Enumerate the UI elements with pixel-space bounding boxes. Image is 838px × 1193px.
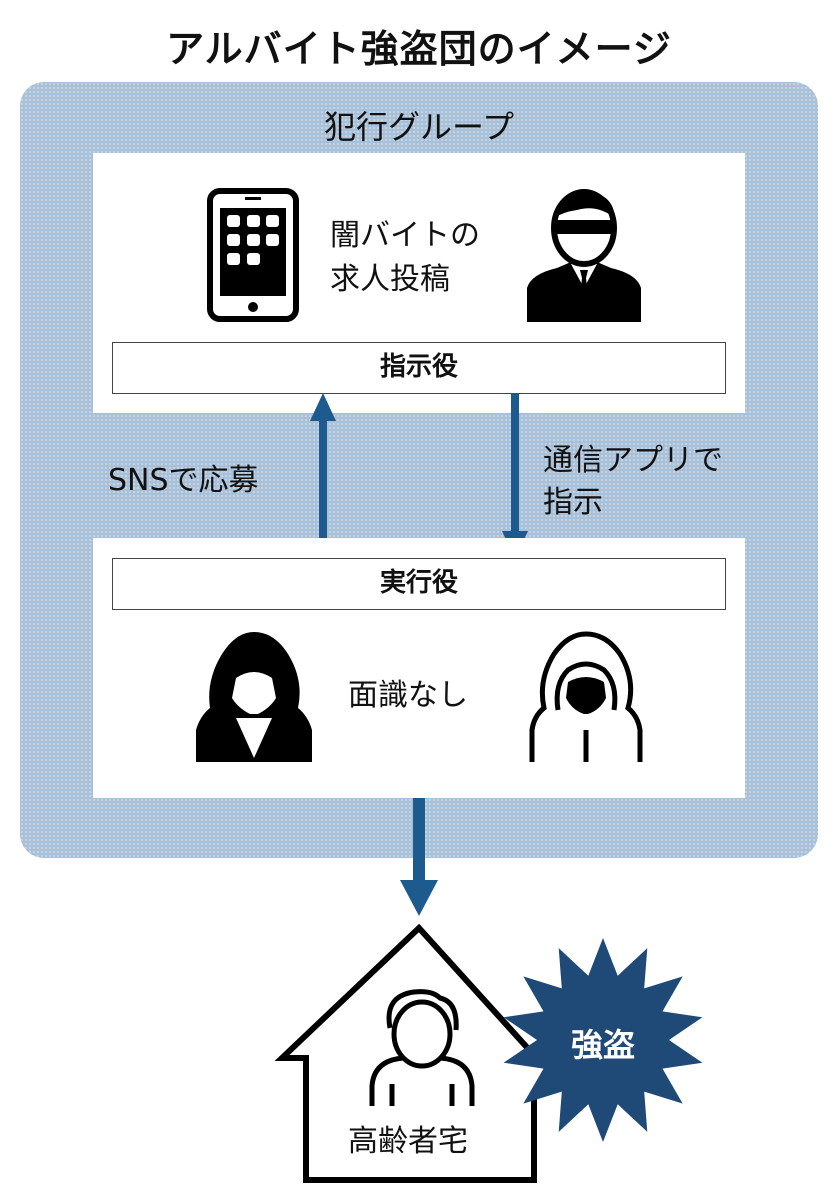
diagram-title: アルバイト強盗団のイメージ bbox=[166, 27, 672, 71]
instructor-role-label: 指示役 bbox=[112, 342, 726, 394]
caption-line-2: 求人投稿 bbox=[330, 262, 450, 297]
house-icon bbox=[274, 923, 545, 1183]
instruct-label-line-2: 指示 bbox=[543, 485, 603, 520]
apply-via-sns-label: SNSで応募 bbox=[108, 463, 259, 498]
elderly-home-label: 高齢者宅 bbox=[348, 1124, 468, 1159]
apply-arrow-up bbox=[310, 393, 336, 563]
instruct-via-app-label: 通信アプリで 指示 bbox=[543, 440, 723, 524]
smartphone-icon bbox=[207, 188, 299, 322]
hooded-person-filled-icon bbox=[196, 632, 312, 762]
no-acquaintance-caption: 面識なし bbox=[348, 678, 468, 713]
caption-line-1: 闇バイトの bbox=[330, 218, 480, 253]
instruct-label-line-1: 通信アプリで bbox=[543, 443, 723, 478]
elderly-person-icon bbox=[369, 989, 475, 1106]
instruct-arrow-down bbox=[502, 393, 528, 559]
attack-arrow-down bbox=[400, 798, 438, 916]
burst-icon bbox=[503, 938, 703, 1142]
robbery-burst-label: 強盗 bbox=[570, 1026, 635, 1064]
executor-role-label: 実行役 bbox=[112, 558, 726, 610]
dark-job-caption: 闇バイトの 求人投稿 bbox=[330, 214, 480, 302]
hooded-person-outline-icon bbox=[529, 631, 643, 762]
sunglasses-man-icon bbox=[527, 189, 641, 322]
criminal-group-label: 犯行グループ bbox=[323, 108, 515, 146]
